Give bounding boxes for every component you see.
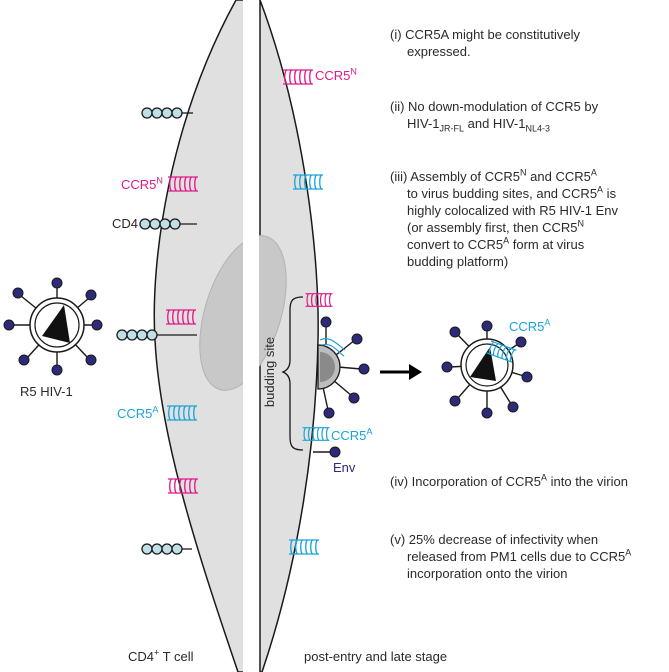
- note-iii-a-sup2: A: [590, 167, 597, 178]
- t-cell-right-half: [259, 0, 319, 672]
- note-iv-a: (iv) Incorporation of CCR5: [390, 474, 541, 489]
- note-iii-line4: (or assembly first, then CCR5N: [390, 219, 665, 236]
- r5-hiv-virion: [3, 277, 103, 376]
- note-iii-line1: (iii) Assembly of CCR5N and CCR5A: [390, 167, 597, 184]
- label-cd4: CD4: [112, 216, 139, 231]
- label-stage: post-entry and late stage: [304, 649, 448, 664]
- note-v-line2-text: released from PM1 cells due to CCR5: [407, 549, 626, 564]
- label-cell-sup: +: [154, 647, 160, 658]
- note-iii-a-mid: and CCR5: [526, 169, 591, 184]
- note-iii-line2: to virus budding sites, and CCR5A is: [390, 185, 665, 202]
- label-ccr5a-virion-text: CCR5: [509, 319, 545, 334]
- budding-site-brace: [281, 296, 304, 451]
- label-ccr5a-left-text: CCR5: [117, 406, 153, 421]
- label-ccr5n-top: CCR5N: [315, 66, 357, 83]
- note-iii-e-sup: A: [503, 235, 510, 246]
- note-i: (i) CCR5A might be constitutively expres…: [390, 26, 660, 60]
- note-ii-and: and HIV-1: [464, 116, 526, 131]
- note-iii-d: (or assembly first, then CCR5: [407, 220, 578, 235]
- label-ccr5a-left-sup: A: [152, 404, 159, 415]
- note-v-line1: (v) 25% decrease of infectivity when: [390, 532, 599, 547]
- note-v-line3: incorporation onto the virion: [407, 566, 568, 581]
- note-iv-rest: into the virion: [547, 474, 628, 489]
- note-ii-line1: (ii) No down-modulation of CCR5 by: [390, 99, 599, 114]
- cd4-receptor-2: [139, 218, 197, 230]
- label-cell-rest: T cell: [159, 649, 194, 664]
- note-ii-sub2: NL4-3: [525, 123, 550, 134]
- label-ccr5a-virion-sup: A: [544, 317, 551, 328]
- note-ii-line2: HIV-1JR-FL and HIV-1NL4-3: [390, 115, 660, 134]
- note-iii-b-sup: A: [597, 184, 604, 195]
- note-ii-sub1: JR-FL: [439, 123, 465, 134]
- label-ccr5n-left-sup: N: [156, 175, 163, 186]
- budding-virion: [317, 316, 370, 419]
- note-iii-line3: highly colocalized with R5 HIV-1 Env: [407, 203, 618, 218]
- label-ccr5n-top-text: CCR5: [315, 68, 351, 83]
- note-iv-sup: A: [541, 472, 548, 483]
- label-ccr5n-left: CCR5N: [121, 175, 163, 192]
- note-v-sup: A: [625, 547, 632, 558]
- note-iii-line6: budding platform): [407, 254, 509, 269]
- note-i-line2: expressed.: [407, 44, 471, 59]
- label-ccr5a-virion: CCR5A: [509, 317, 551, 334]
- note-iii-a-sup1: N: [520, 167, 527, 178]
- note-ii: (ii) No down-modulation of CCR5 by HIV-1…: [390, 98, 660, 134]
- note-i-line1: (i) CCR5A might be constitutively: [390, 27, 581, 42]
- note-iii: (iii) Assembly of CCR5N and CCR5A to vir…: [390, 168, 665, 270]
- label-cell-text: CD4: [128, 649, 155, 664]
- label-cell: CD4+ T cell: [128, 647, 194, 664]
- note-iii-line5: convert to CCR5A form at virus: [390, 236, 665, 253]
- label-ccr5n-top-sup: N: [350, 66, 357, 77]
- ccr5n-receptor-right-top: [283, 69, 313, 85]
- env-spike-budding: [313, 446, 341, 458]
- label-ccr5a-bud-text: CCR5: [331, 428, 367, 443]
- label-ccr5n-left-text: CCR5: [121, 177, 157, 192]
- note-v: (v) 25% decrease of infectivity when rel…: [390, 531, 665, 582]
- note-iii-d-sup: N: [577, 218, 585, 229]
- cd4-receptor-3: [116, 329, 197, 341]
- label-env: Env: [333, 460, 356, 475]
- label-ccr5a-left: CCR5A: [117, 404, 159, 421]
- note-ii-hiv1: HIV-1: [407, 116, 440, 131]
- note-iv: (iv) Incorporation of CCR5A into the vir…: [390, 473, 665, 490]
- note-iii-a: (iii) Assembly of CCR5: [390, 169, 521, 184]
- cd4-receptor-1: [141, 107, 193, 119]
- note-iii-e-rest: form at virus: [509, 237, 585, 252]
- note-iii-b-rest: is: [603, 186, 617, 201]
- released-virion: [441, 320, 533, 419]
- note-v-line2: released from PM1 cells due to CCR5A: [390, 548, 665, 565]
- label-ccr5a-bud: CCR5A: [331, 426, 373, 443]
- release-arrow: [380, 364, 422, 380]
- note-iii-e: convert to CCR5: [407, 237, 504, 252]
- label-budding-site: budding site: [262, 336, 277, 408]
- label-ccr5a-bud-sup: A: [366, 426, 373, 437]
- label-r5-hiv: R5 HIV-1: [20, 384, 73, 399]
- nucleus-gap: [243, 220, 259, 410]
- cd4-receptor-4: [141, 543, 192, 555]
- note-iii-b: to virus budding sites, and CCR5: [407, 186, 598, 201]
